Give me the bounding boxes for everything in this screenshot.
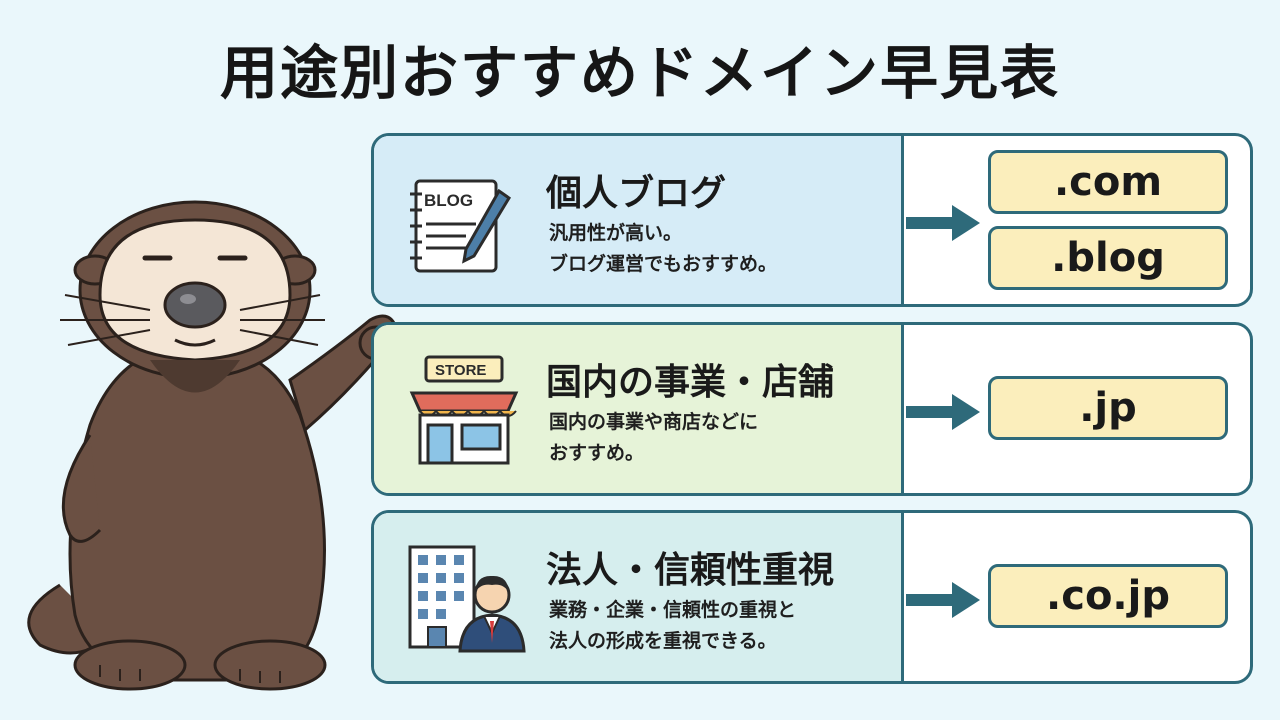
store-front-icon: STORE	[409, 355, 519, 465]
row-description: 業務・企業・信頼性の重視と 法人の形成を重視できる。	[549, 599, 797, 652]
arrow-right-icon	[906, 582, 980, 618]
store-icon-label: STORE	[435, 362, 486, 379]
usage-row-corporate-trust: 法人・信頼性重視 業務・企業・信頼性の重視と 法人の形成を重視できる。 .co.…	[371, 510, 1253, 684]
usage-row-domestic-business: STORE 国内の事業・店舗 国内の事業や商店などに おすすめ。 .jp	[371, 322, 1253, 496]
domain-badge-com: .com	[988, 150, 1228, 214]
blog-icon-label: BLOG	[424, 191, 473, 210]
domain-badge-co-jp: .co.jp	[988, 564, 1228, 628]
row-title: 国内の事業・店舗	[546, 362, 835, 403]
domain-badge-jp: .jp	[988, 376, 1228, 440]
row-title: 法人・信頼性重視	[546, 550, 835, 591]
blog-notebook-pen-icon: BLOG	[410, 179, 512, 273]
domain-badge-blog: .blog	[988, 226, 1228, 290]
usage-description-panel: BLOG 個人ブログ 汎用性が高い。 ブログ運営でもおすすめ。	[374, 136, 904, 304]
arrow-right-icon	[906, 394, 980, 430]
usage-description-panel: 法人・信頼性重視 業務・企業・信頼性の重視と 法人の形成を重視できる。	[374, 513, 904, 681]
row-title: 個人ブログ	[546, 173, 727, 214]
page-title: 用途別おすすめドメイン早見表	[219, 39, 1060, 107]
usage-row-personal-blog: BLOG 個人ブログ 汎用性が高い。 ブログ運営でもおすすめ。 .com .bl…	[371, 133, 1253, 307]
arrow-right-icon	[906, 205, 980, 241]
row-description: 汎用性が高い。 ブログ運営でもおすすめ。	[549, 222, 778, 275]
usage-description-panel: STORE 国内の事業・店舗 国内の事業や商店などに おすすめ。	[374, 325, 904, 493]
office-building-businessman-icon	[408, 545, 526, 653]
sea-otter-mascot-illustration	[27, 200, 397, 691]
row-description: 国内の事業や商店などに おすすめ。	[549, 411, 759, 464]
